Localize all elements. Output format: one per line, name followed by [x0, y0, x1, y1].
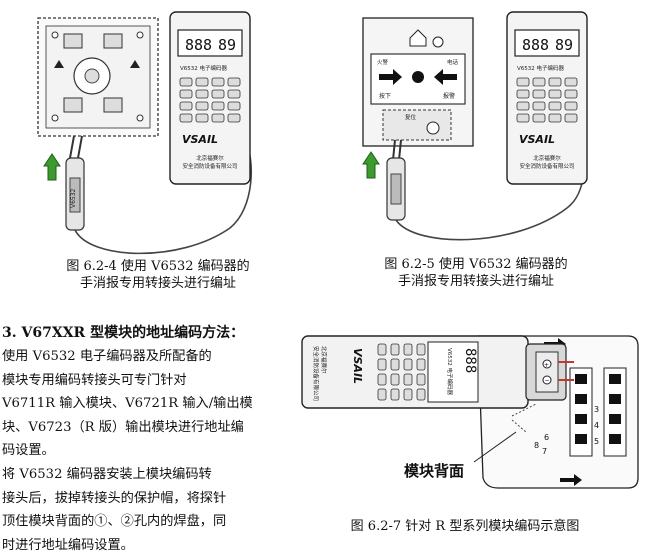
adapter-label: V6532	[70, 188, 77, 208]
call-point-fire-label: 火警	[377, 58, 389, 66]
terminal-5: 5	[594, 437, 599, 446]
device-brand-logo: VSAIL	[182, 133, 218, 146]
device-keypad	[179, 77, 241, 123]
device-company-line2: 安全消防设备有限公司	[312, 346, 320, 401]
device-company-line2: 安全消防设备有限公司	[182, 162, 237, 170]
body-line: 块、V6723（R 版）输出模块进行地址编	[2, 419, 244, 435]
figure-6-2-7-illustration: 3 4 5 6 7 8 888 V6532 电子编码器 VSAIL 北京福赛尔 …	[301, 335, 639, 489]
svg-text:+: +	[544, 362, 549, 369]
figure-6-2-5-illustration: 火警 电话 按下 报警 复位 888 89 V6532 电子编码器 VSAIL …	[362, 11, 588, 241]
device-display-right: 89	[218, 36, 236, 54]
device-company-line1: 北京福赛尔	[533, 154, 561, 162]
arrow-right-icon	[379, 69, 402, 85]
figure-6-2-5-caption-line2: 手消报专用转接头进行编址	[397, 274, 554, 289]
green-up-arrow-icon	[362, 151, 380, 179]
section-heading: 3. V67XXR 型模块的地址编码方法：	[2, 325, 245, 341]
body-line: 模块专用编码转接头可专门针对	[2, 372, 187, 388]
call-point-phone-label: 电话	[447, 58, 459, 66]
device-display-right: 89	[555, 36, 573, 54]
module-back-label: 模块背面	[404, 462, 464, 480]
arrow-left-icon	[434, 69, 457, 85]
terminal-3: 3	[594, 405, 599, 414]
device-keypad	[516, 77, 578, 123]
adapter-plug	[386, 157, 406, 221]
v6532-encoder-device: 888 89 V6532 电子编码器 VSAIL 北京福赛尔 安全消防设备有限公…	[506, 11, 588, 185]
device-model-label: V6532 电子编码器	[517, 64, 565, 72]
figure-6-2-4-caption-line1: 图 6.2-4 使用 V6532 编码器的	[66, 259, 250, 274]
device-company-line1: 北京福赛尔	[320, 346, 328, 374]
device-keypad	[377, 343, 426, 401]
v6532-encoder-device: 888 V6532 电子编码器 VSAIL 北京福赛尔 安全消防设备有限公司	[301, 335, 529, 409]
svg-text:−: −	[545, 378, 550, 385]
section-body: 使用 V6532 电子编码器及所配备的 模块专用编码转接头可专门针对 V6711…	[2, 345, 272, 557]
terminal-6: 6	[544, 433, 549, 442]
module-adapter: + −	[525, 343, 574, 401]
module-housing: 3 4 5 6 7 8	[477, 335, 639, 489]
call-point-press-label: 按下	[379, 92, 391, 100]
adapter-plug: V6532	[65, 157, 85, 231]
device-model-label: V6532 电子编码器	[446, 348, 454, 396]
device-brand-logo: VSAIL	[351, 348, 364, 384]
device-display-left: 888	[185, 36, 212, 54]
figure-6-2-5-caption-line1: 图 6.2-5 使用 V6532 编码器的	[384, 257, 568, 272]
terminal-7: 7	[542, 447, 547, 456]
device-company-line1: 北京福赛尔	[196, 154, 224, 162]
terminal-8: 8	[534, 441, 539, 450]
body-line: 将 V6532 编码器安装上模块编码转	[2, 466, 212, 482]
call-point-alarm-label: 报警	[443, 92, 455, 100]
body-line: 使用 V6532 电子编码器及所配备的	[2, 349, 212, 364]
device-brand-logo: VSAIL	[519, 133, 555, 146]
adapter-cable	[74, 139, 253, 255]
terminal-4: 4	[594, 421, 599, 430]
figure-6-2-4-illustration: V6532 888 89 V6532 电子编码器 VSAIL 北京福赛尔 安全消…	[37, 11, 253, 255]
detector-base-plate	[37, 17, 159, 137]
v6532-encoder-device: 888 89 V6532 电子编码器 VSAIL 北京福赛尔 安全消防设备有限公…	[169, 11, 251, 185]
body-line: 时进行地址编码设置。	[2, 537, 134, 553]
arrow-right-icon	[560, 474, 582, 486]
body-line: 顶住模块背面的①、②孔内的焊盘，同	[2, 514, 227, 530]
body-line: 码设置。	[2, 443, 55, 459]
figure-6-2-7-caption: 图 6.2-7 针对 R 型系列模块编码示意图	[350, 519, 580, 534]
device-model-label: V6532 电子编码器	[180, 64, 228, 72]
call-point-reset-label: 复位	[405, 113, 417, 121]
manual-call-point: 火警 电话 按下 报警 复位	[362, 17, 474, 147]
body-line: V6711R 输入模块、V6721R 输入/输出模	[2, 396, 253, 412]
figure-6-2-4-caption-line2: 手消报专用转接头进行编址	[79, 276, 236, 291]
green-up-arrow-icon	[43, 153, 61, 181]
device-company-line2: 安全消防设备有限公司	[519, 162, 574, 170]
device-display-left: 888	[462, 348, 478, 373]
device-display-left: 888	[522, 36, 549, 54]
body-line: 接头后，拔掉转接头的保护帽，将探针	[2, 490, 227, 506]
